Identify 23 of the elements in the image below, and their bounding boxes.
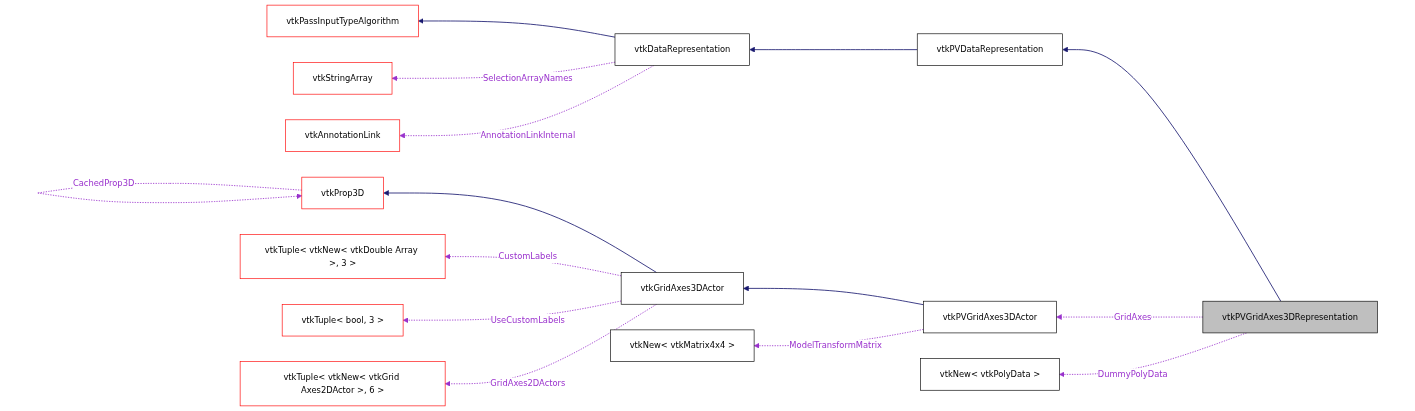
edge-label: GridAxes	[1114, 312, 1152, 322]
node-box: vtkPVGridAxes3DRepresentation	[1202, 300, 1378, 334]
node-box: vtkStringArray	[292, 62, 393, 95]
edge-label: DummyPolyData	[1097, 369, 1168, 380]
node-box: vtkPVDataRepresentation	[916, 33, 1063, 66]
node-box: vtkPVGridAxes3DActor	[923, 300, 1057, 334]
edge-label: CustomLabels	[498, 251, 558, 262]
edge-label: ModelTransformMatrix	[789, 340, 883, 351]
node-box: vtkNew< vtkPolyData >	[920, 358, 1060, 391]
node-box: vtkTuple< bool, 3 >	[281, 304, 404, 337]
node-box: vtkProp3D	[301, 176, 384, 210]
node-box: vtkGridAxes3DActor	[620, 272, 744, 305]
edge-label: AnnotationLinkInternal	[480, 130, 576, 141]
edge-label: UseCustomLabels	[490, 315, 565, 325]
node-box: vtkNew< vtkMatrix4x4 >	[610, 329, 755, 362]
node-box: vtkAnnotationLink	[285, 119, 401, 152]
edge-label: CachedProp3D	[72, 178, 135, 189]
node-box: vtkTuple< vtkNew< vtkDouble Array >, 3 >	[239, 234, 446, 279]
edge-label: GridAxes2DActors	[490, 378, 566, 389]
edge-label: SelectionArrayNames	[482, 73, 573, 83]
node-box: vtkTuple< vtkNew< vtkGrid Axes2DActor >, 6 >	[239, 361, 446, 407]
node-box: vtkDataRepresentation	[614, 33, 750, 66]
node-box: vtkPassInputTypeAlgorithm	[266, 4, 419, 38]
